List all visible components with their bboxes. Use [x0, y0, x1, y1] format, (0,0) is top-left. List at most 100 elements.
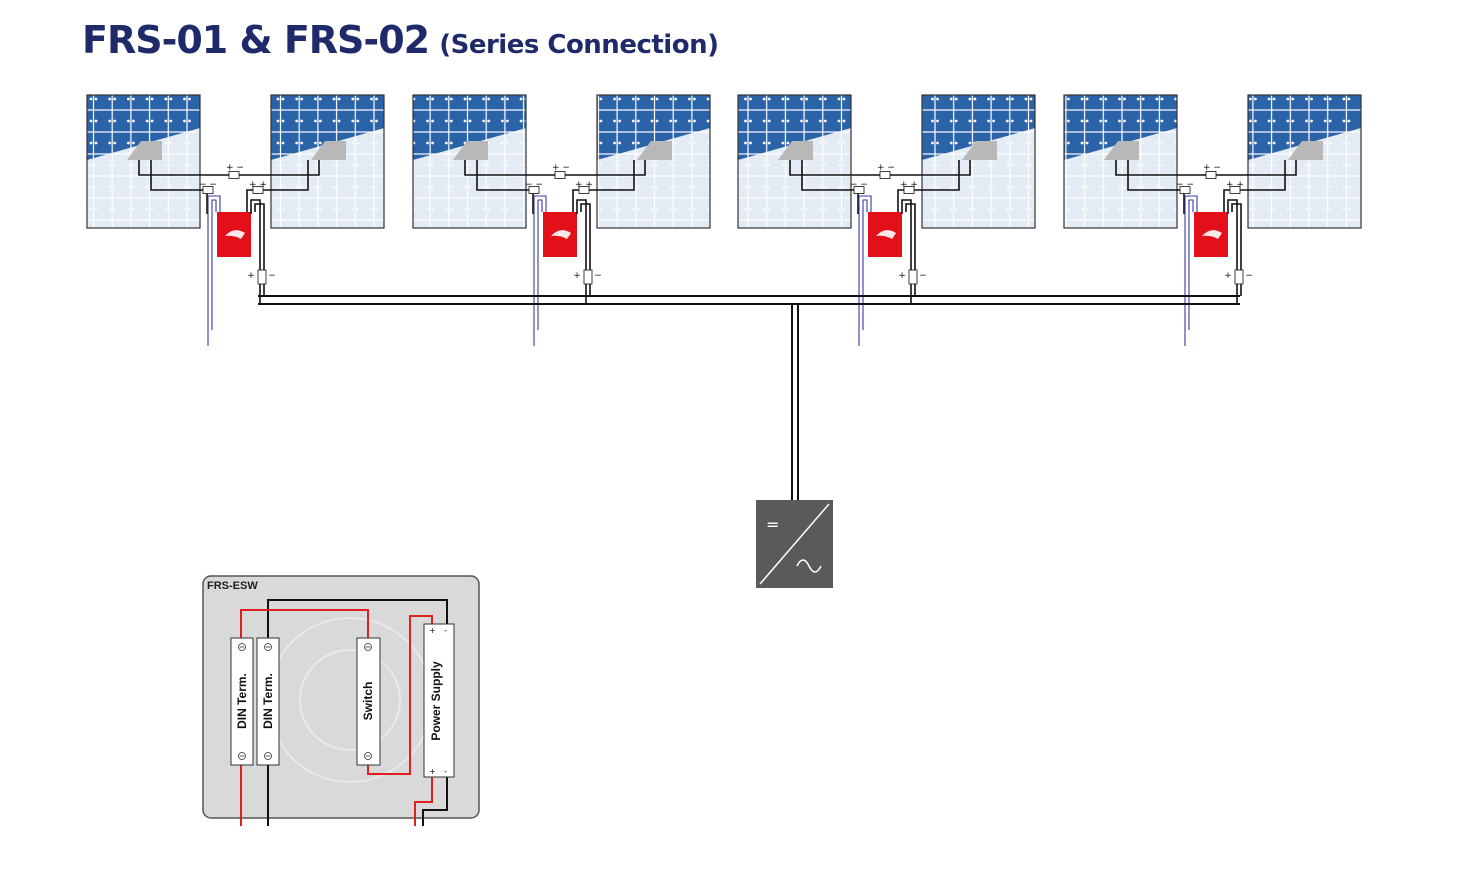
panel-group-1: + −− −+ ++−: [86, 94, 385, 346]
ps-minus-top: -: [444, 626, 447, 635]
solar-panel-left: [412, 94, 527, 229]
power-supply-module: + - + - Power Supply: [423, 623, 455, 778]
solar-panel-right: [596, 94, 711, 229]
connector-minus-sign: − −: [850, 180, 868, 190]
signal-wire-1: [1184, 195, 1198, 346]
panel-frame: [412, 94, 527, 229]
junction-box: [637, 141, 672, 160]
panel-output-minus-wire: [150, 160, 208, 214]
signal-wire-1: [858, 195, 872, 346]
bus-connector: [1234, 269, 1244, 285]
din-terminal-2: DIN Term.: [256, 637, 280, 766]
junction-box: [1104, 141, 1139, 160]
series-connector: [879, 171, 891, 179]
box-label: FRS-ESW: [207, 580, 258, 592]
solar-panel-right: [1247, 94, 1362, 229]
connector-plus: [252, 186, 264, 194]
dc-bus: [258, 295, 1240, 500]
panel-output-plus-wire: [246, 160, 309, 212]
black-wire-out-right: [422, 777, 448, 826]
bus-connector-plus: +: [247, 271, 255, 281]
panel-frame: [270, 94, 385, 229]
series-connector: [1205, 171, 1217, 179]
signal-wire-2: [537, 199, 543, 330]
connector-minus-sign: − −: [199, 180, 217, 190]
series-connector: [228, 171, 240, 179]
inverter-ac-icon: [796, 559, 822, 573]
rsd-logo-icon: [225, 230, 245, 239]
panel-output-minus-wire: [801, 160, 859, 214]
bus-connector-plus: +: [573, 271, 581, 281]
bus-connector-minus: −: [919, 271, 927, 281]
panel-output-plus-wire: [572, 160, 635, 212]
bus-connector-minus: −: [594, 271, 602, 281]
inverter-diagonal: [759, 503, 830, 585]
panel-cells-upper: [413, 95, 526, 160]
rsd-logo-icon: [876, 230, 896, 239]
red-wire-out-right: [414, 777, 433, 826]
junction-box: [127, 141, 162, 160]
panel-cells-upper: [1064, 95, 1177, 160]
series-connector: [554, 171, 566, 179]
signal-wire-1: [207, 195, 221, 346]
bus-connector-minus: −: [268, 271, 276, 281]
connector-plus-sign: + +: [1226, 180, 1244, 190]
connector-plus: [1229, 186, 1241, 194]
inverter: =: [756, 500, 833, 588]
panel-frame: [921, 94, 1036, 229]
rsd-output-wire-2: [1227, 199, 1238, 304]
panel-cells-upper: [271, 95, 384, 160]
signal-wire-1: [533, 195, 547, 346]
bus-connector-minus: −: [1245, 271, 1253, 281]
junction-box: [962, 141, 997, 160]
panel-output-plus-wire: [897, 160, 960, 212]
connector-plus: [578, 186, 590, 194]
red-wire-switch-to-ps: [367, 615, 433, 775]
title-main: FRS-01 & FRS-02: [82, 18, 430, 62]
panel-cells-upper: [922, 95, 1035, 160]
bus-connector: [583, 269, 593, 285]
panel-group-4: + − − − + + + −: [1063, 94, 1362, 346]
junction-box: [453, 141, 488, 160]
solar-panel-left: [86, 94, 201, 229]
series-connector-sign: + −: [226, 163, 244, 173]
panel-frame: [1247, 94, 1362, 229]
panel-group-2: + −− −+ ++−: [412, 94, 711, 346]
ps-plus-bottom: +: [429, 767, 436, 776]
black-wire-top-loop: [267, 599, 448, 638]
power-supply-label: Power Supply: [429, 661, 443, 741]
panel-cells-upper: [738, 95, 851, 160]
connector-minus: [202, 186, 214, 194]
solar-panel-right: [921, 94, 1036, 229]
box-watermark-inner: [299, 649, 401, 751]
panel-frame: [1063, 94, 1178, 229]
connector-minus: [1179, 186, 1191, 194]
signal-wire-2: [1188, 199, 1194, 330]
junction-box: [311, 141, 346, 160]
panel-output-plus-wire: [1223, 160, 1286, 212]
panel-groups: + −− −+ ++−+ −− −+ ++−+ −− −+ ++−+ −− −+…: [86, 94, 1362, 346]
din-terminal-1: DIN Term.: [230, 637, 254, 766]
bus-connector-plus: +: [1224, 271, 1232, 281]
solar-panel-left: [1063, 94, 1178, 229]
panel-frame: [86, 94, 201, 229]
ps-minus-bottom: -: [444, 767, 447, 776]
signal-wire-2: [862, 199, 868, 330]
signal-wire-2: [211, 199, 217, 330]
bus-connector-plus: +: [898, 271, 906, 281]
bus-connector: [257, 269, 267, 285]
connector-minus: [528, 186, 540, 194]
panel-output-minus-wire: [1127, 160, 1185, 214]
rsd-output-wire-2: [250, 199, 261, 304]
connector-plus-sign: + +: [575, 180, 593, 190]
rsd-output-wire-2: [901, 199, 912, 304]
connector-minus-sign: − −: [1176, 180, 1194, 190]
solar-panel-left: [737, 94, 852, 229]
diagram-title: FRS-01 & FRS-02 (Series Connection): [82, 18, 719, 62]
series-connector-sign: + −: [1203, 163, 1221, 173]
din-term-1-label: DIN Term.: [235, 673, 249, 729]
rsd-logo-icon: [1202, 230, 1222, 239]
frs-esw-box: FRS-ESW DIN Term. DIN Term.: [202, 575, 480, 826]
connector-plus: [903, 186, 915, 194]
